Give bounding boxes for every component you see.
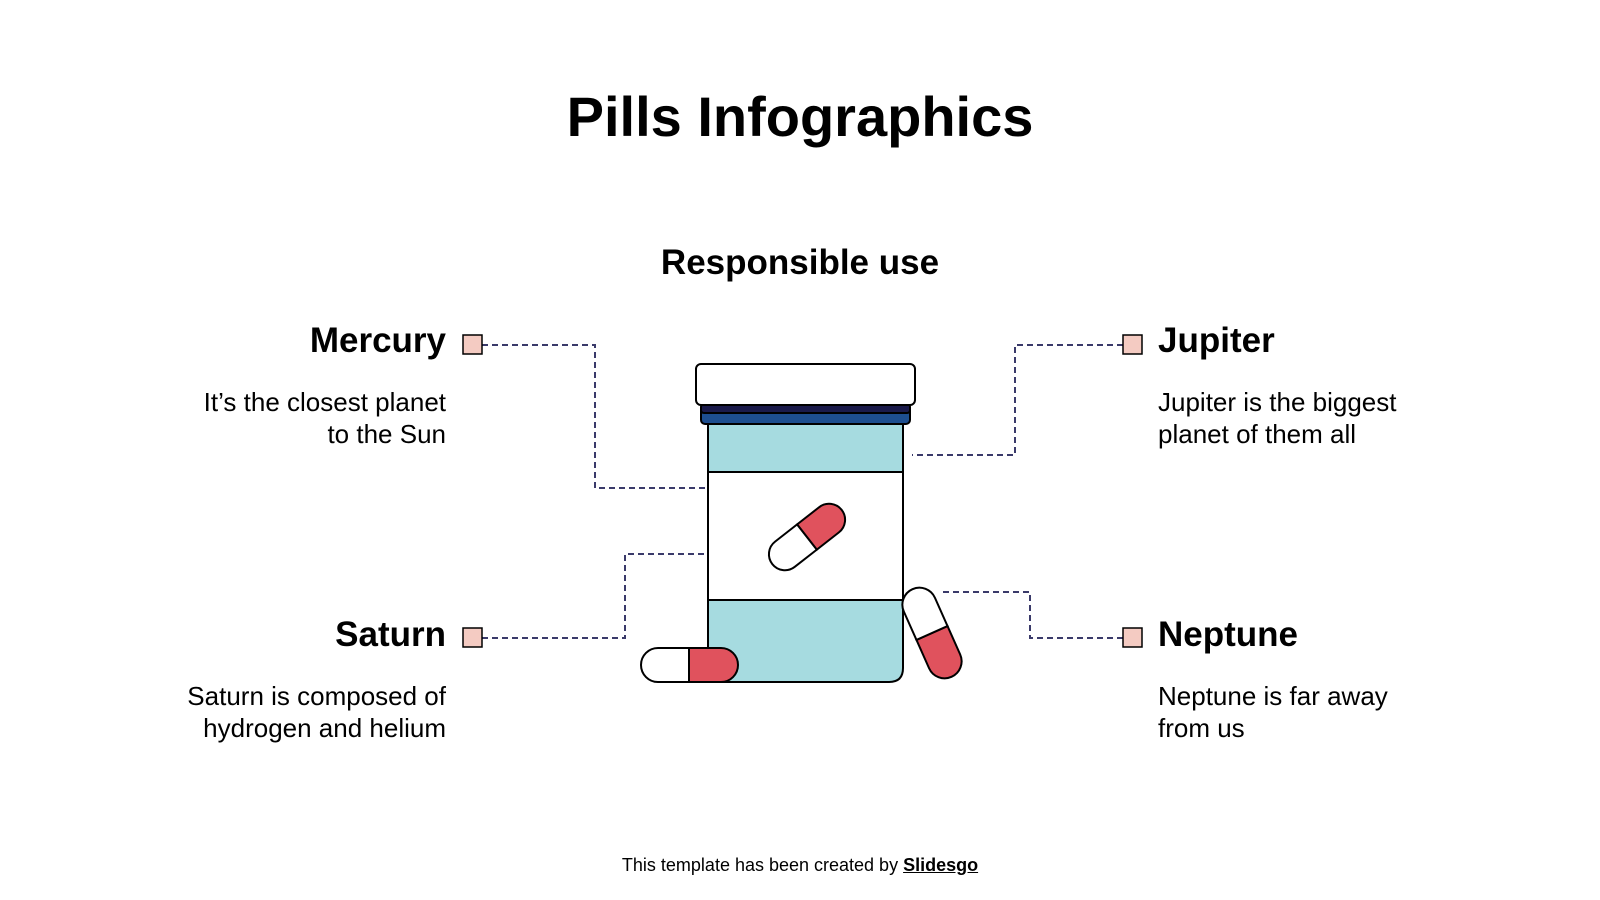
connector-jupiter (912, 344, 1123, 456)
capsule-leaning-icon (901, 586, 963, 680)
item-heading-mercury: Mercury (309, 321, 446, 360)
marker-jupiter (1122, 334, 1143, 355)
marker-neptune (1122, 627, 1143, 648)
item-heading-saturn: Saturn (335, 615, 446, 654)
item-text-neptune: Neptune is far away from us (1158, 681, 1388, 743)
marker-saturn (462, 627, 483, 648)
connector-neptune (940, 591, 1123, 639)
item-text-jupiter: Jupiter is the biggest planet of them al… (1158, 387, 1397, 449)
page-title: Pills Infographics (566, 85, 1034, 148)
marker-mercury (462, 334, 483, 355)
connectors (482, 344, 1123, 639)
footer-brand-link[interactable]: Slidesgo (903, 855, 979, 875)
connector-saturn (482, 553, 768, 639)
item-heading-jupiter: Jupiter (1158, 321, 1275, 360)
footer-credit-text: This template has been created by (621, 855, 904, 875)
capsule-on-label-icon (767, 502, 847, 572)
item-heading-neptune: Neptune (1158, 615, 1298, 654)
item-text-mercury: It’s the closest planet to the Sun (203, 387, 446, 449)
item-text-saturn: Saturn is composed of hydrogen and heliu… (187, 681, 446, 743)
footer-credit: This template has been created by Slides… (0, 855, 1600, 876)
connector-mercury (482, 344, 706, 489)
capsule-lying-icon (640, 647, 739, 683)
diagram-subtitle: Responsible use (660, 243, 940, 282)
